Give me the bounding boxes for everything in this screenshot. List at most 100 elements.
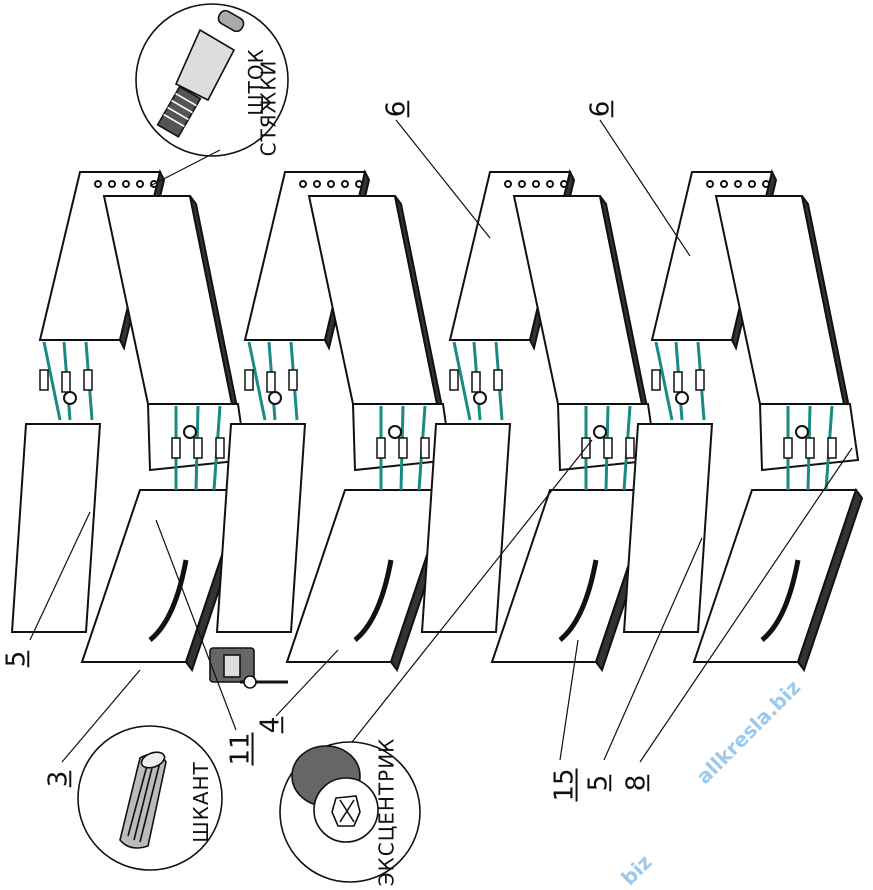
leader-line <box>351 439 593 743</box>
eccentric-hole-icon <box>388 425 402 439</box>
dowel-icon <box>39 369 49 391</box>
dowel-icon <box>215 437 225 459</box>
dowel-icon <box>625 437 635 459</box>
leader-line <box>395 119 491 239</box>
drawer-boxes <box>10 169 864 673</box>
part-label-8: 8 <box>621 774 652 792</box>
handle-icon <box>353 559 394 642</box>
lock-icon <box>209 647 288 689</box>
dowel-line <box>247 341 267 421</box>
leader-line <box>29 511 91 641</box>
leader-line <box>149 149 221 187</box>
part-label-5b: 5 <box>583 774 614 792</box>
dowel-line <box>42 341 62 421</box>
side-panel-left <box>10 423 102 633</box>
dowel-line <box>452 341 472 421</box>
leader-line <box>155 519 237 731</box>
leader-line <box>639 447 853 763</box>
shtok-label-line2: СТЯЖКИ <box>256 59 281 157</box>
dowel-icon <box>651 369 661 391</box>
eccentric-hole-icon <box>268 391 282 405</box>
dowel-hole-icon <box>532 180 540 188</box>
side-panel-left <box>622 423 714 633</box>
dowel-icon <box>783 437 793 459</box>
part-label-15: 15 <box>549 768 580 802</box>
shtok-label-2: СТЯЖКИ <box>256 60 280 157</box>
dowel-line <box>654 341 674 421</box>
dowel-hole-icon <box>136 180 144 188</box>
dowel-hole-icon <box>122 180 130 188</box>
dowel-icon <box>119 751 167 849</box>
leader-lines <box>29 119 853 763</box>
handle-icon <box>148 559 189 642</box>
dowel-icon <box>244 369 254 391</box>
drawer-box-1 <box>10 169 252 673</box>
dowel-icon <box>471 371 481 393</box>
dowel-hole-icon <box>762 180 770 188</box>
handle-icon <box>558 559 599 642</box>
shtok-stem-icon <box>156 9 245 138</box>
dowel-hole-icon <box>546 180 554 188</box>
dowel-icon <box>493 369 503 391</box>
dowel-hole-icon <box>108 180 116 188</box>
dowel-hole-icon <box>734 180 742 188</box>
dowel-icon <box>449 369 459 391</box>
part-label-5a: 5 <box>1 650 32 668</box>
dowel-hole-icon <box>313 180 321 188</box>
eccentric-hole-icon <box>473 391 487 405</box>
part-label-11: 11 <box>225 732 256 766</box>
side-panel-left <box>420 423 512 633</box>
leader-line <box>603 537 703 761</box>
dowel-hole-icon <box>518 180 526 188</box>
dowel-icon <box>420 437 430 459</box>
front-panel-edge <box>796 487 864 673</box>
dowel-icon <box>805 437 815 459</box>
part-label-4: 4 <box>255 716 286 734</box>
dowel-hole-icon <box>706 180 714 188</box>
part-label-3: 3 <box>43 770 74 788</box>
dowel-hole-icon <box>94 180 102 188</box>
handle-icon <box>760 559 801 642</box>
eccentric-label: ЭКСЦЕНТРИК <box>374 738 398 887</box>
dowel-icon <box>673 371 683 393</box>
callout-details <box>77 3 421 883</box>
eccentric-hole-icon <box>63 391 77 405</box>
dowel-icon <box>695 369 705 391</box>
eccentric-hole-icon <box>675 391 689 405</box>
dowel-hole-icon <box>355 180 363 188</box>
eccentric-hole-icon <box>795 425 809 439</box>
drawer-box-2 <box>215 169 457 673</box>
dowel-hole-icon <box>327 180 335 188</box>
eccentric-icon <box>291 745 379 843</box>
dowel-hole-icon <box>560 180 568 188</box>
dowel-icon <box>827 437 837 459</box>
leader-line <box>275 649 339 717</box>
dowel-hole-icon <box>299 180 307 188</box>
eccentric-hole-icon <box>593 425 607 439</box>
leader-line <box>559 639 579 761</box>
side-panel-left <box>215 423 307 633</box>
dowel-hole-icon <box>748 180 756 188</box>
dowel-icon <box>398 437 408 459</box>
part-label-6b: 6 <box>585 100 616 118</box>
dowel-icon <box>61 371 71 393</box>
drawer-box-4 <box>622 169 864 673</box>
dowel-hole-icon <box>720 180 728 188</box>
dowel-icon <box>193 437 203 459</box>
dowel-hole-icon <box>504 180 512 188</box>
shkant-label: ШКАНТ <box>189 761 213 843</box>
dowel-hole-icon <box>341 180 349 188</box>
dowel-icon <box>288 369 298 391</box>
leader-line <box>61 669 141 763</box>
leader-line <box>599 119 691 257</box>
dowel-icon <box>171 437 181 459</box>
part-label-6a: 6 <box>381 100 412 118</box>
drawer-box-3 <box>420 169 662 673</box>
dowel-icon <box>83 369 93 391</box>
dowel-icon <box>603 437 613 459</box>
dowel-icon <box>376 437 386 459</box>
eccentric-label-text: ЭКСЦЕНТРИК <box>374 737 399 887</box>
shkant-label-text: ШКАНТ <box>188 761 213 843</box>
dowel-icon <box>266 371 276 393</box>
